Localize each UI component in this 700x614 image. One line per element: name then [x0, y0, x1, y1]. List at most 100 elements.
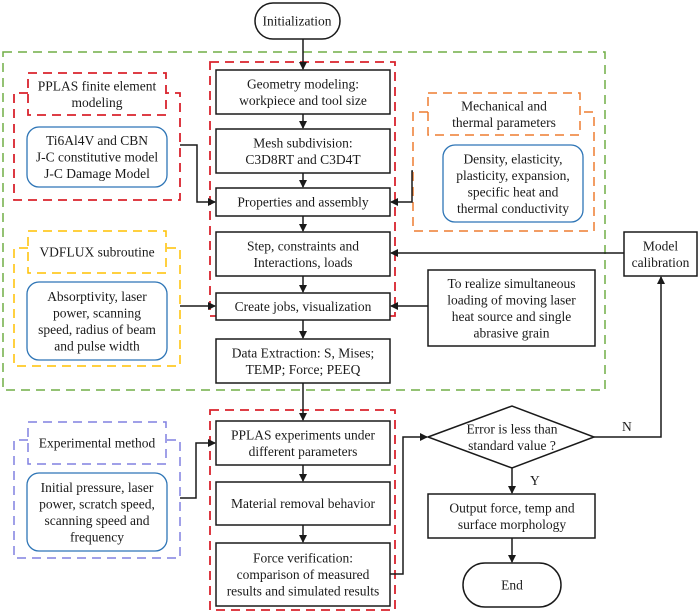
decision-label: Error is less than standard value ?: [466, 421, 557, 453]
fem-group-body: [26, 126, 168, 188]
fem-group-title-border: [27, 72, 167, 116]
vdflux-body-label-line: power, scanning: [53, 305, 141, 320]
geometry-label-line: Geometry modeling:: [247, 76, 359, 91]
exp-group-title-border: [27, 421, 167, 465]
initialization-node: [254, 2, 341, 40]
mech-body-label-line: thermal conductivity: [457, 201, 569, 216]
step-label-line: Interactions, loads: [254, 255, 353, 270]
exp-title-label-line: Experimental method: [39, 436, 156, 451]
fem-title-label: PPLAS finite element modeling: [38, 78, 157, 110]
exp-group-body: [26, 472, 168, 552]
connector-decision-no-to-calibration: [594, 276, 665, 438]
exp-title-label: Experimental method: [39, 436, 156, 451]
simultaneous-label-line: To realize simultaneous: [447, 276, 575, 291]
simulation-group-border: [2, 51, 606, 391]
exp-group-outer-border: [13, 439, 181, 559]
step-label-line: Step, constraints and: [247, 238, 359, 253]
simultaneous-label-line: heat source and single: [452, 309, 572, 324]
mech-group-body: [442, 144, 584, 223]
pplas-experiments-label-line: different parameters: [249, 444, 358, 459]
material-removal-label: Material removal behavior: [231, 496, 375, 511]
vdflux-group-title-border: [27, 230, 167, 274]
connector-verification-to-decision: [390, 433, 428, 575]
initialization-label-line: Initialization: [263, 14, 332, 29]
exp-body-label-line: power, scratch speed,: [39, 496, 155, 511]
mesh-label: Mesh subdivision: C3D8RT and C3D4T: [245, 135, 361, 167]
mech-body-label-line: plasticity, expansion,: [456, 168, 569, 183]
fem-group-outer-border: [13, 92, 181, 201]
mesh-node: [215, 128, 391, 174]
mech-title-label-line: Mechanical and: [461, 98, 547, 113]
vdflux-title-label-line: VDFLUX subroutine: [39, 245, 154, 260]
mech-title-label-line: thermal parameters: [452, 115, 556, 130]
model-calibration-label: Model calibration: [632, 238, 690, 270]
connector-fem-to-properties: [180, 144, 216, 206]
end-node: [462, 562, 562, 608]
vdflux-body-label-line: and pulse width: [54, 338, 140, 353]
geometry-label-line: workpiece and tool size: [239, 93, 367, 108]
model-calibration-label-line: Model: [643, 238, 678, 253]
exp-body-label-line: scanning speed and: [45, 513, 150, 528]
initialization-label: Initialization: [263, 14, 332, 29]
fem-body-label-line: Ti6Al4V and CBN: [46, 133, 148, 148]
fem-body-label-line: J-C constitutive model: [36, 150, 158, 165]
model-calibration-label-line: calibration: [632, 255, 690, 270]
fem-title-label-line: PPLAS finite element: [38, 78, 157, 93]
end-label: End: [501, 578, 523, 593]
pplas-experiments-label: PPLAS experiments under different paramet…: [231, 427, 375, 459]
mech-body-label-line: specific heat and: [468, 184, 559, 199]
end-label-line: End: [501, 578, 523, 593]
force-verification-label-line: comparison of measured: [237, 567, 370, 582]
connector-exp-to-experiments: [180, 439, 216, 499]
mech-group-outer-border: [412, 111, 595, 232]
fem-title-label-line: modeling: [72, 95, 123, 110]
force-verification-node: [215, 542, 391, 607]
geometry-label: Geometry modeling: workpiece and tool siz…: [239, 76, 367, 108]
properties-label-line: Properties and assembly: [237, 195, 368, 210]
force-verification-label: Force verification:comparison of measure…: [227, 551, 380, 599]
force-verification-label-line: results and simulated results: [227, 584, 380, 599]
decision-label-line: Error is less than: [466, 421, 557, 436]
decision-label-line: standard value ?: [468, 438, 556, 453]
pplas-experiments-node: [215, 420, 391, 466]
material-removal-node: [215, 481, 391, 526]
mech-body-label: Density, elasticity, plasticity, expansio…: [456, 151, 569, 216]
output-label-line: surface morphology: [458, 517, 567, 532]
simultaneous-label-line: loading of moving laser: [447, 292, 576, 307]
create-jobs-label: Create jobs, visualization: [235, 299, 372, 314]
properties-label: Properties and assembly: [237, 195, 368, 210]
connector-mech-to-properties: [390, 170, 413, 206]
vdflux-group-body: [26, 281, 168, 361]
output-label-line: Output force, temp and: [449, 500, 574, 515]
pplas-experiments-label-line: PPLAS experiments under: [231, 427, 375, 442]
mech-group-title-border: [427, 92, 581, 136]
mesh-label-line: Mesh subdivision:: [253, 135, 352, 150]
data-extraction-label-line: TEMP; Force; PEEQ: [246, 362, 361, 377]
force-verification-label-line: Force verification:: [253, 551, 353, 566]
data-extraction-label: Data Extraction: S, Mises;TEMP; Force; P…: [232, 345, 374, 377]
mech-body-label-line: Density, elasticity,: [463, 151, 562, 166]
edge-label-yes: Y: [530, 473, 540, 488]
vdflux-group-outer-border: [13, 247, 181, 367]
edge-label-no: N: [622, 419, 632, 434]
output-label: Output force, temp and surface morphology: [449, 500, 574, 532]
vdflux-body-label-line: speed, radius of beam: [38, 322, 156, 337]
vdflux-title-label: VDFLUX subroutine: [39, 245, 154, 260]
mesh-label-line: C3D8RT and C3D4T: [245, 152, 361, 167]
simultaneous-label-line: abrasive grain: [473, 325, 549, 340]
step-node: [215, 231, 391, 277]
create-jobs-label-line: Create jobs, visualization: [235, 299, 372, 314]
mech-title-label: Mechanical and thermal parameters: [452, 98, 556, 130]
simultaneous-loading-node: [427, 269, 596, 347]
vdflux-body-label-line: Absorptivity, laser: [47, 289, 147, 304]
exp-body-label-line: Initial pressure, laser: [41, 480, 154, 495]
fem-body-label-line: J-C Damage Model: [44, 166, 150, 181]
material-removal-label-line: Material removal behavior: [231, 496, 375, 511]
data-extraction-node: [215, 338, 391, 384]
